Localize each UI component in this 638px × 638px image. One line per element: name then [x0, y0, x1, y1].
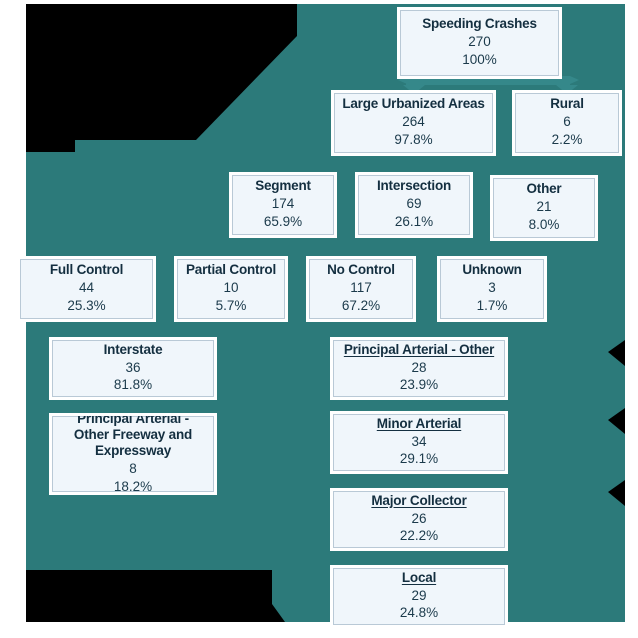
node-title: Rural	[550, 96, 584, 112]
connector-arrow-down-left-icon	[403, 85, 425, 94]
node-count: 21	[536, 199, 552, 215]
node-percent: 23.9%	[399, 377, 439, 393]
node-no-control[interactable]: No Control 117 67.2%	[306, 256, 416, 322]
node-title: Full Control	[49, 262, 124, 278]
node-partial-control[interactable]: Partial Control 10 5.7%	[174, 256, 288, 322]
node-count: 264	[402, 114, 425, 130]
node-principal-arterial-other[interactable]: Principal Arterial - Other 28 23.9%	[330, 337, 508, 400]
node-count: 28	[411, 359, 427, 375]
connector-cap-left-icon	[398, 76, 407, 84]
connector-bar	[406, 76, 570, 85]
node-percent: 25.3%	[67, 297, 106, 313]
node-percent: 18.2%	[113, 478, 153, 494]
node-large-urbanized-areas[interactable]: Large Urbanized Areas 264 97.8%	[331, 90, 496, 156]
node-segment[interactable]: Segment 174 65.9%	[229, 172, 337, 238]
node-other[interactable]: Other 21 8.0%	[490, 175, 598, 241]
node-title: Interstate	[103, 341, 163, 357]
node-percent: 26.1%	[394, 213, 434, 229]
node-count: 174	[271, 196, 295, 212]
node-count: 26	[411, 510, 427, 526]
node-percent: 97.8%	[394, 131, 433, 147]
node-title: No Control	[327, 262, 395, 278]
node-title: Principal Arterial - Other Freeway and E…	[73, 411, 193, 459]
node-unknown[interactable]: Unknown 3 1.7%	[437, 256, 547, 322]
node-major-collector[interactable]: Major Collector 26 22.2%	[330, 488, 508, 551]
node-count: 36	[125, 359, 141, 375]
node-title: Speeding Crashes	[422, 16, 537, 32]
node-percent: 67.2%	[341, 297, 381, 313]
node-local[interactable]: Local 29 24.8%	[330, 565, 508, 628]
node-principal-arterial-other-freeway-and-expressway[interactable]: Principal Arterial - Other Freeway and E…	[49, 411, 217, 495]
connector-arrow-down-right-icon	[556, 85, 578, 94]
node-percent: 2.2%	[551, 131, 583, 147]
node-percent: 5.7%	[215, 297, 247, 313]
node-intersection[interactable]: Intersection 69 26.1%	[355, 172, 473, 238]
connector-cap-right-icon	[570, 76, 579, 84]
node-count: 29	[411, 587, 427, 603]
node-percent: 8.0%	[528, 216, 560, 232]
node-count: 69	[406, 196, 422, 212]
node-title: Local	[401, 569, 437, 585]
node-count: 6	[563, 114, 571, 130]
node-count: 10	[223, 280, 239, 296]
node-count: 270	[468, 34, 491, 50]
node-count: 8	[129, 461, 137, 477]
node-percent: 65.9%	[263, 213, 303, 229]
node-title: Other	[526, 181, 562, 197]
node-percent: 22.2%	[399, 528, 439, 544]
node-interstate[interactable]: Interstate 36 81.8%	[49, 337, 217, 400]
node-title: Segment	[255, 178, 311, 194]
node-title: Principal Arterial - Other	[343, 341, 495, 357]
node-count: 44	[78, 280, 95, 296]
node-rural[interactable]: Rural 6 2.2%	[512, 90, 622, 156]
node-full-control[interactable]: Full Control 44 25.3%	[17, 256, 156, 322]
node-minor-arterial[interactable]: Minor Arterial 34 29.1%	[330, 411, 508, 474]
node-title: Major Collector	[371, 492, 467, 508]
node-title: Intersection	[376, 178, 452, 194]
node-percent: 100%	[462, 51, 497, 67]
node-title: Large Urbanized Areas	[342, 96, 485, 112]
node-speeding-crashes[interactable]: Speeding Crashes 270 100%	[397, 7, 562, 79]
node-count: 34	[411, 433, 427, 449]
node-percent: 81.8%	[113, 377, 153, 393]
node-count: 117	[350, 280, 372, 296]
node-title: Unknown	[462, 262, 522, 278]
node-title: Partial Control	[185, 262, 276, 278]
node-percent: 24.8%	[399, 605, 439, 621]
node-percent: 29.1%	[399, 451, 439, 467]
node-percent: 1.7%	[476, 297, 508, 313]
node-title: Minor Arterial	[376, 415, 462, 431]
node-count: 3	[488, 280, 496, 296]
